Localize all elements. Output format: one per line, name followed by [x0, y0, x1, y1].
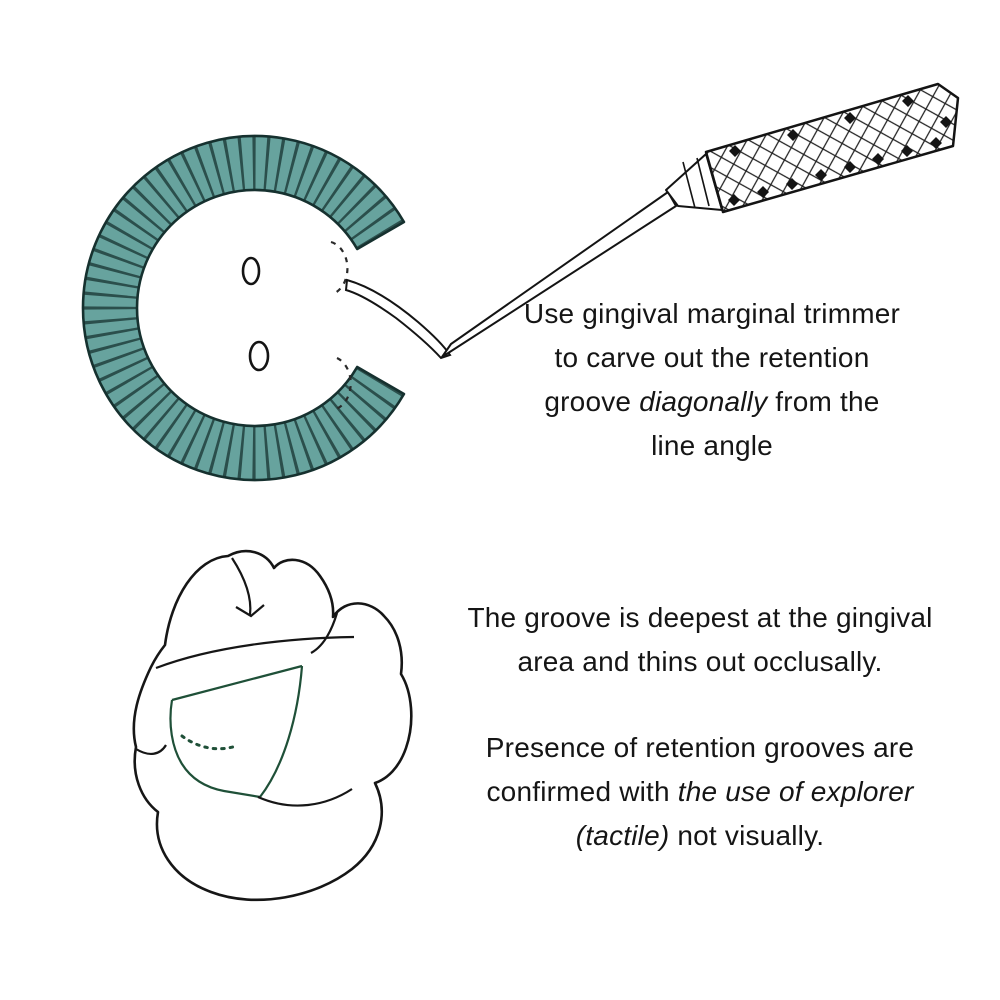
tooth-outline: [132, 549, 413, 902]
pulp-horn-dot-top: [241, 256, 261, 286]
enamel-ring-hatch: [83, 136, 404, 480]
caption-retention-line3: (tactile) not visually.: [428, 814, 972, 858]
occlusal-sweep-line: [155, 635, 355, 670]
left-notch-line: [135, 744, 167, 755]
caption-groove-depth-line2: area and thins out occlusally.: [517, 646, 883, 677]
caption-groove-depth: The groove is deepest at the gingival ar…: [436, 596, 964, 684]
caption-trimmer-line4: line angle: [651, 430, 773, 461]
caption-groove-depth-line1: The groove is deepest at the gingival: [467, 602, 933, 633]
caption-retention-line3-italic: (tactile): [575, 820, 670, 851]
enamel-ring-outline: [81, 134, 406, 482]
cavity-cross-section-figure: [81, 134, 406, 482]
retention-groove-dotted-line: [180, 734, 238, 751]
caption-trimmer: Use gingival marginal trimmer to carve o…: [480, 292, 944, 468]
cusp-crease-line: [231, 557, 252, 616]
ferrule-ridge-line: [682, 161, 696, 209]
caption-trimmer-line3: groove diagonally from the: [480, 380, 944, 424]
gingival-margin-curve: [257, 788, 353, 807]
trimmer-blade: [344, 278, 452, 360]
trimmer-shank: [441, 191, 677, 358]
pulp-horn-dot-bottom: [248, 340, 270, 372]
retention-groove-dashed-top: [330, 240, 349, 296]
ferrule-ridge-line: [696, 157, 710, 207]
caption-retention-line3-post: not visually.: [669, 820, 825, 851]
caption-retention-line1: Presence of retention grooves are: [485, 732, 915, 763]
prep-box-right-wall: [259, 665, 304, 798]
retention-groove-dashed-bottom: [332, 357, 352, 412]
gingival-marginal-trimmer: [344, 82, 960, 360]
cusp-v-notch: [235, 604, 265, 618]
prep-box-left-wall: [169, 699, 261, 799]
caption-trimmer-line3-post: from the: [767, 386, 880, 417]
caption-retention-line2-pre: confirmed with: [486, 776, 678, 807]
prep-axial-line: [171, 664, 303, 702]
tooth-figure: [132, 549, 413, 902]
handle-knurl-dark-diamonds: [728, 95, 952, 206]
caption-retention-line2-italic: the use of explorer: [677, 776, 914, 807]
caption-trimmer-line1: Use gingival marginal trimmer: [523, 298, 901, 329]
caption-trimmer-line3-pre: groove: [544, 386, 640, 417]
caption-trimmer-line2: to carve out the retention: [554, 342, 870, 373]
caption-trimmer-line3-italic: diagonally: [639, 386, 768, 417]
caption-retention-confirm: Presence of retention grooves are confir…: [428, 726, 972, 858]
caption-retention-line2: confirmed with the use of explorer: [428, 770, 972, 814]
trimmer-handle-knurling: [704, 82, 960, 214]
enamel-ring: [82, 135, 404, 480]
